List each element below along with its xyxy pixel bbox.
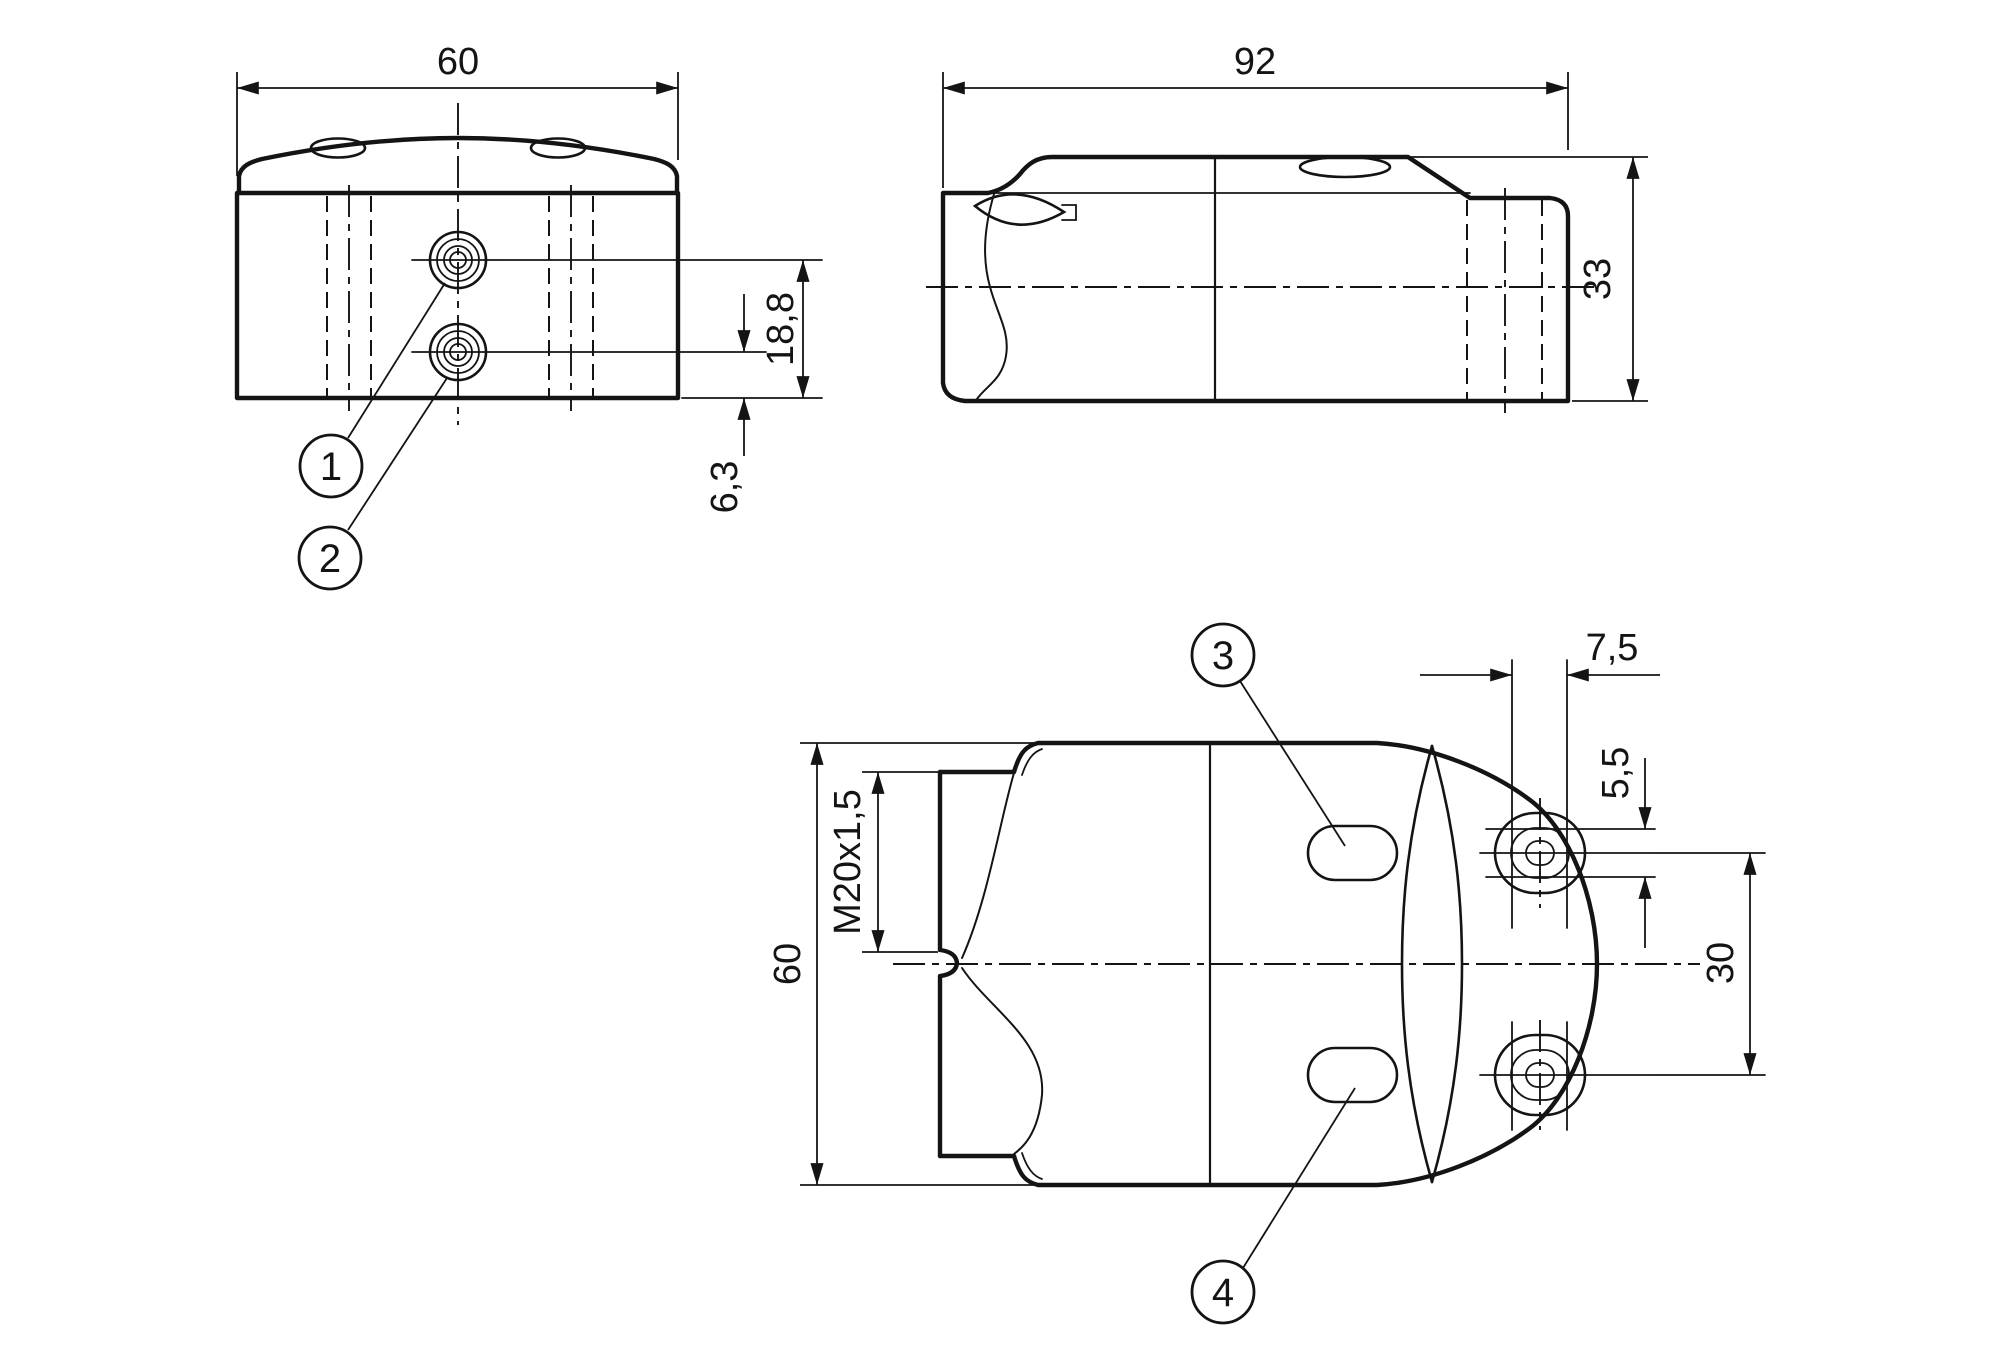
- bottom-height-label: 60: [767, 943, 809, 985]
- front-dim-18-8-label: 18,8: [760, 292, 802, 366]
- side-view: 92 33: [926, 41, 1648, 413]
- callout-1-number: 1: [320, 445, 342, 489]
- callout-3-number: 3: [1212, 634, 1234, 678]
- side-height-dimension: 33: [1408, 156, 1648, 402]
- front-width-dimension: 60: [236, 41, 679, 176]
- front-right-ear: [529, 137, 587, 159]
- bottom-thread-dimension: M20x1,5: [827, 771, 938, 953]
- callout-2: 2: [297, 377, 448, 591]
- callout-1: 1: [298, 282, 446, 499]
- bottom-thread-label: M20x1,5: [827, 789, 869, 935]
- front-left-ear: [309, 137, 367, 159]
- bottom-upper-oval-hole: [1306, 824, 1399, 882]
- bottom-break-lines: [961, 748, 1044, 1180]
- callout-3-circle: [1190, 622, 1256, 688]
- side-length-label: 92: [1234, 41, 1276, 83]
- front-lower-hole: [411, 322, 767, 382]
- callout-2-number: 2: [319, 537, 341, 581]
- bottom-dim-5-5: 5,5: [1595, 747, 1652, 948]
- side-length-dimension: 92: [942, 41, 1569, 188]
- front-hidden-lines: [326, 185, 594, 411]
- callout-3: 3: [1190, 622, 1346, 847]
- bottom-dim-30-label: 30: [1700, 942, 1742, 984]
- bottom-gland-face: [937, 769, 960, 1159]
- front-dim-18-8: 18,8: [760, 260, 810, 398]
- side-hidden-lines: [1466, 188, 1543, 413]
- bottom-dim-30: 30: [1700, 853, 1757, 1075]
- callout-4: 4: [1190, 1087, 1356, 1325]
- callout-2-circle: [297, 525, 363, 591]
- bottom-view: 60 M20x1,5: [767, 622, 1766, 1325]
- callout-4-circle: [1190, 1259, 1256, 1325]
- front-cap-dome: [236, 135, 680, 196]
- side-height-label: 33: [1577, 258, 1619, 300]
- bottom-dim-5-5-label: 5,5: [1595, 747, 1637, 800]
- bottom-lower-slot: [1479, 1020, 1766, 1131]
- callout-4-number: 4: [1212, 1271, 1234, 1315]
- side-top-pad: [1298, 155, 1392, 179]
- front-width-label: 60: [437, 41, 479, 83]
- front-dim-6-3: 6,3: [704, 294, 751, 514]
- bottom-dim-7-5: 7,5: [1420, 627, 1660, 682]
- callout-1-circle: [298, 433, 364, 499]
- bottom-lower-oval-hole: [1306, 1046, 1399, 1104]
- bottom-dim-7-5-label: 7,5: [1586, 627, 1639, 669]
- front-dim-6-3-label: 6,3: [704, 461, 746, 514]
- bottom-height-dimension: 60: [767, 742, 1040, 1186]
- front-view: 60: [234, 41, 823, 591]
- front-upper-hole: [411, 230, 823, 290]
- side-cable-break: [972, 193, 1077, 400]
- bottom-upper-slot: [1479, 659, 1766, 929]
- side-body-outline: [940, 154, 1571, 404]
